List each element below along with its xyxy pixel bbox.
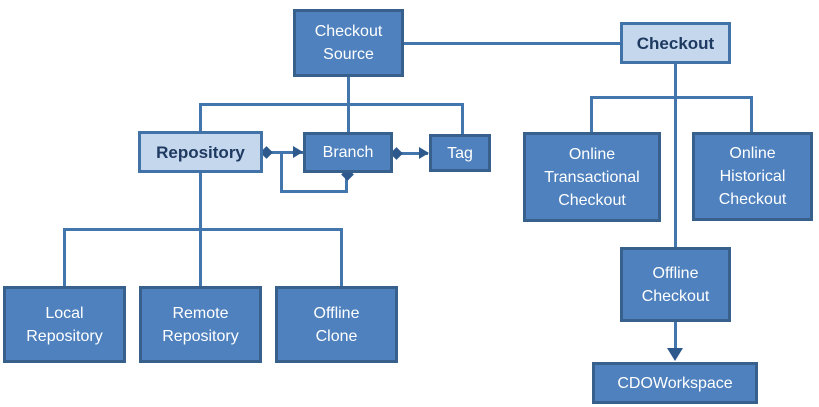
edge-offline-checkout-to-cdoworkspace: [674, 322, 677, 352]
node-branch: Branch: [303, 132, 393, 173]
edge-checkout-source-stem: [347, 77, 350, 104]
edge-repository-children-bracket: [63, 228, 343, 231]
edge-drop-to-branch: [347, 103, 350, 132]
edge-drop-to-tag: [461, 103, 464, 134]
edge-repository-stem: [199, 172, 202, 229]
edge-repository-branch-aggregation: [266, 151, 303, 154]
node-checkout: Checkout: [620, 22, 731, 64]
edge-source-children-bracket: [199, 103, 464, 106]
node-offline-checkout: Offline Checkout: [620, 247, 731, 322]
arrowhead-right-icon: [419, 147, 429, 159]
edge-branch-self-loop-right: [345, 173, 348, 193]
edge-branch-tag-aggregation: [396, 152, 428, 155]
node-repository: Repository: [138, 131, 263, 173]
edge-branch-self-loop-left: [280, 153, 283, 193]
edge-drop-to-online-historical: [750, 96, 753, 132]
edge-drop-to-offline-clone: [340, 228, 343, 286]
edge-branch-self-loop-bottom: [280, 190, 348, 193]
node-checkout-source: Checkout Source: [293, 9, 404, 77]
arrowhead-right-icon: [293, 146, 303, 158]
node-offline-clone: Offline Clone: [275, 286, 398, 363]
node-remote-repository: Remote Repository: [139, 286, 262, 363]
arrowhead-down-icon: [667, 348, 683, 361]
node-online-historical-checkout: Online Historical Checkout: [692, 132, 813, 221]
node-local-repository: Local Repository: [3, 286, 126, 363]
edge-checkout-children-bracket: [590, 96, 753, 99]
edge-drop-to-online-transactional: [590, 96, 593, 132]
edge-drop-to-local-repository: [63, 228, 66, 286]
edge-drop-to-repository: [199, 103, 202, 131]
node-online-transactional-checkout: Online Transactional Checkout: [523, 132, 661, 222]
node-cdoworkspace: CDOWorkspace: [592, 362, 758, 404]
edge-drop-to-remote-repository: [199, 228, 202, 286]
edge-checkout-source-to-checkout: [404, 42, 620, 45]
node-tag: Tag: [429, 134, 491, 172]
edge-checkout-stem: [674, 64, 677, 247]
